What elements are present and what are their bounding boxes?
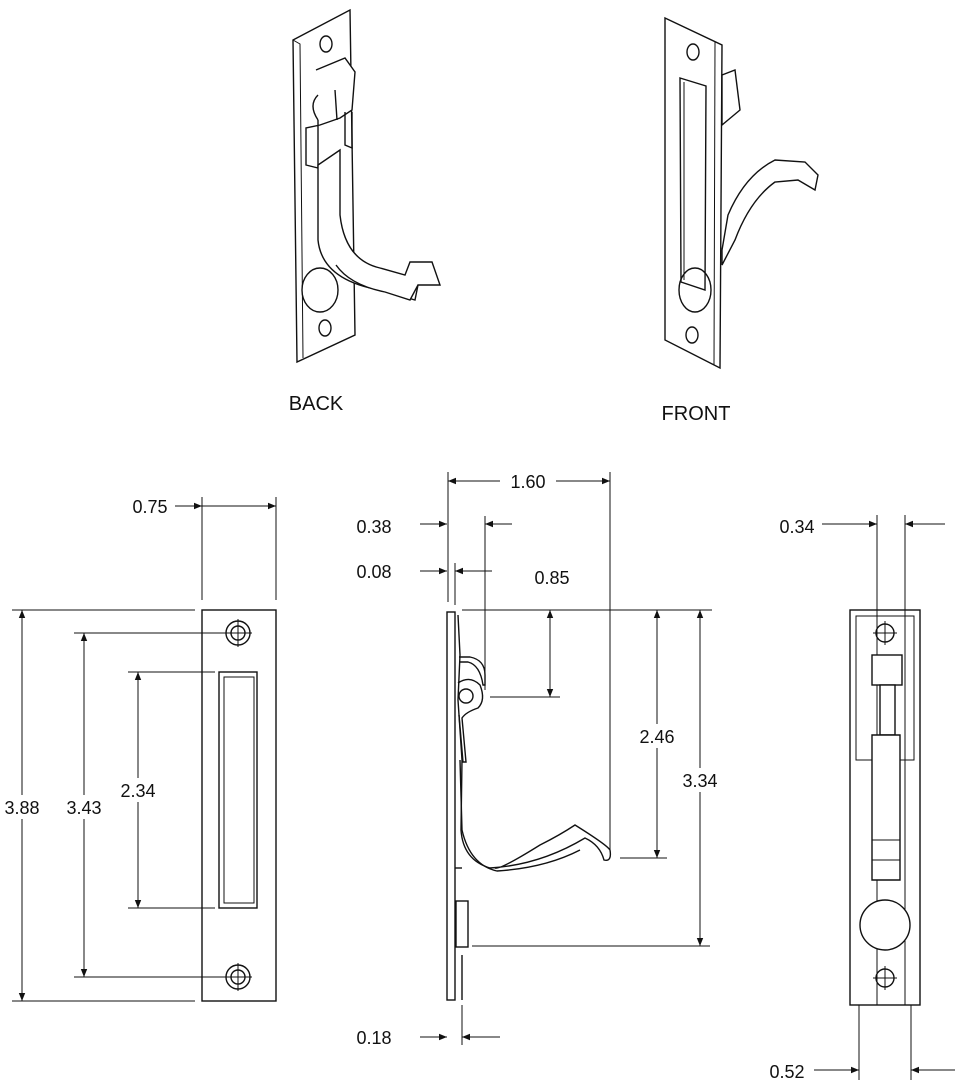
dim-hole-spacing: 3.43 [66,798,101,818]
dimension-lines-side [420,472,726,1045]
dim-mount-height: 3.34 [682,771,717,791]
back-view-illustration [292,8,441,364]
dimension-lines-face [2,497,277,1002]
dim-overall-height: 3.88 [4,798,39,818]
side-view [446,611,612,1001]
back-view-label: BACK [289,393,344,415]
dim-side-width: 0.75 [132,497,167,517]
dim-offset: 0.38 [356,517,391,537]
dim-pivot-drop: 0.85 [534,568,569,588]
dimension-lines-edge [814,515,955,1080]
dim-plate-thickness: 0.08 [356,562,391,582]
dim-edge-width: 0.34 [779,517,814,537]
dim-flange-thickness: 0.18 [356,1028,391,1048]
edge-view [849,609,921,1006]
dim-ball-width: 0.52 [769,1062,804,1082]
dim-depth: 1.60 [510,472,545,492]
dim-slot-length: 2.34 [120,781,155,801]
dim-hook-drop: 2.46 [639,727,674,747]
front-view-illustration [664,16,819,370]
front-view-label: FRONT [662,403,731,425]
face-view [201,609,277,1002]
